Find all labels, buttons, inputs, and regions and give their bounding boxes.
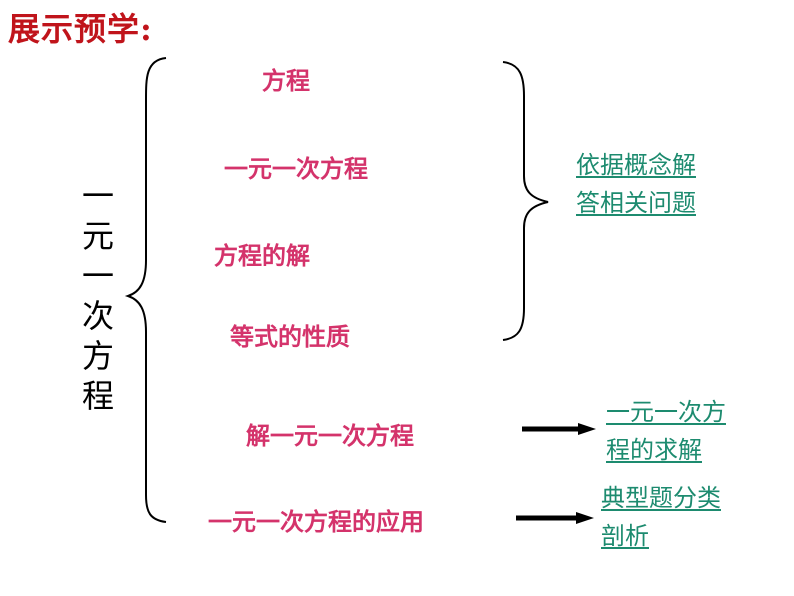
link-solving[interactable]: 一元一次方 程的求解 <box>606 393 726 469</box>
root-char: 方 <box>81 337 114 375</box>
arrow-solve <box>522 423 596 435</box>
root-char: 次 <box>81 297 114 335</box>
root-char: 程 <box>81 377 114 415</box>
root-char: 元 <box>81 217 114 255</box>
concept-equality-properties: 等式的性质 <box>230 323 350 351</box>
left-brace <box>124 57 167 523</box>
concept-equation: 方程 <box>262 67 310 95</box>
link-line[interactable]: 一元一次方 <box>606 398 726 426</box>
link-applications[interactable]: 典型题分类 剖析 <box>601 479 721 555</box>
root-concept: 一 元 一 次 方 程 <box>78 176 118 416</box>
concept-equation-solution: 方程的解 <box>214 242 310 270</box>
link-line[interactable]: 典型题分类 <box>601 484 721 512</box>
root-char: 一 <box>81 257 114 295</box>
concept-linear-equation: 一元一次方程 <box>224 155 368 183</box>
arrow-apply <box>516 512 594 524</box>
solve-linear-equation: 解一元一次方程 <box>246 422 414 450</box>
link-line[interactable]: 答相关问题 <box>576 189 696 217</box>
link-line[interactable]: 剖析 <box>601 522 649 550</box>
link-concept-questions[interactable]: 依据概念解 答相关问题 <box>576 146 696 222</box>
right-brace <box>502 61 549 341</box>
root-char: 一 <box>81 177 114 215</box>
apply-linear-equation: 一元一次方程的应用 <box>208 508 424 536</box>
link-line[interactable]: 程的求解 <box>606 436 702 464</box>
link-line[interactable]: 依据概念解 <box>576 151 696 179</box>
page-title: 展示预学: <box>8 10 153 48</box>
